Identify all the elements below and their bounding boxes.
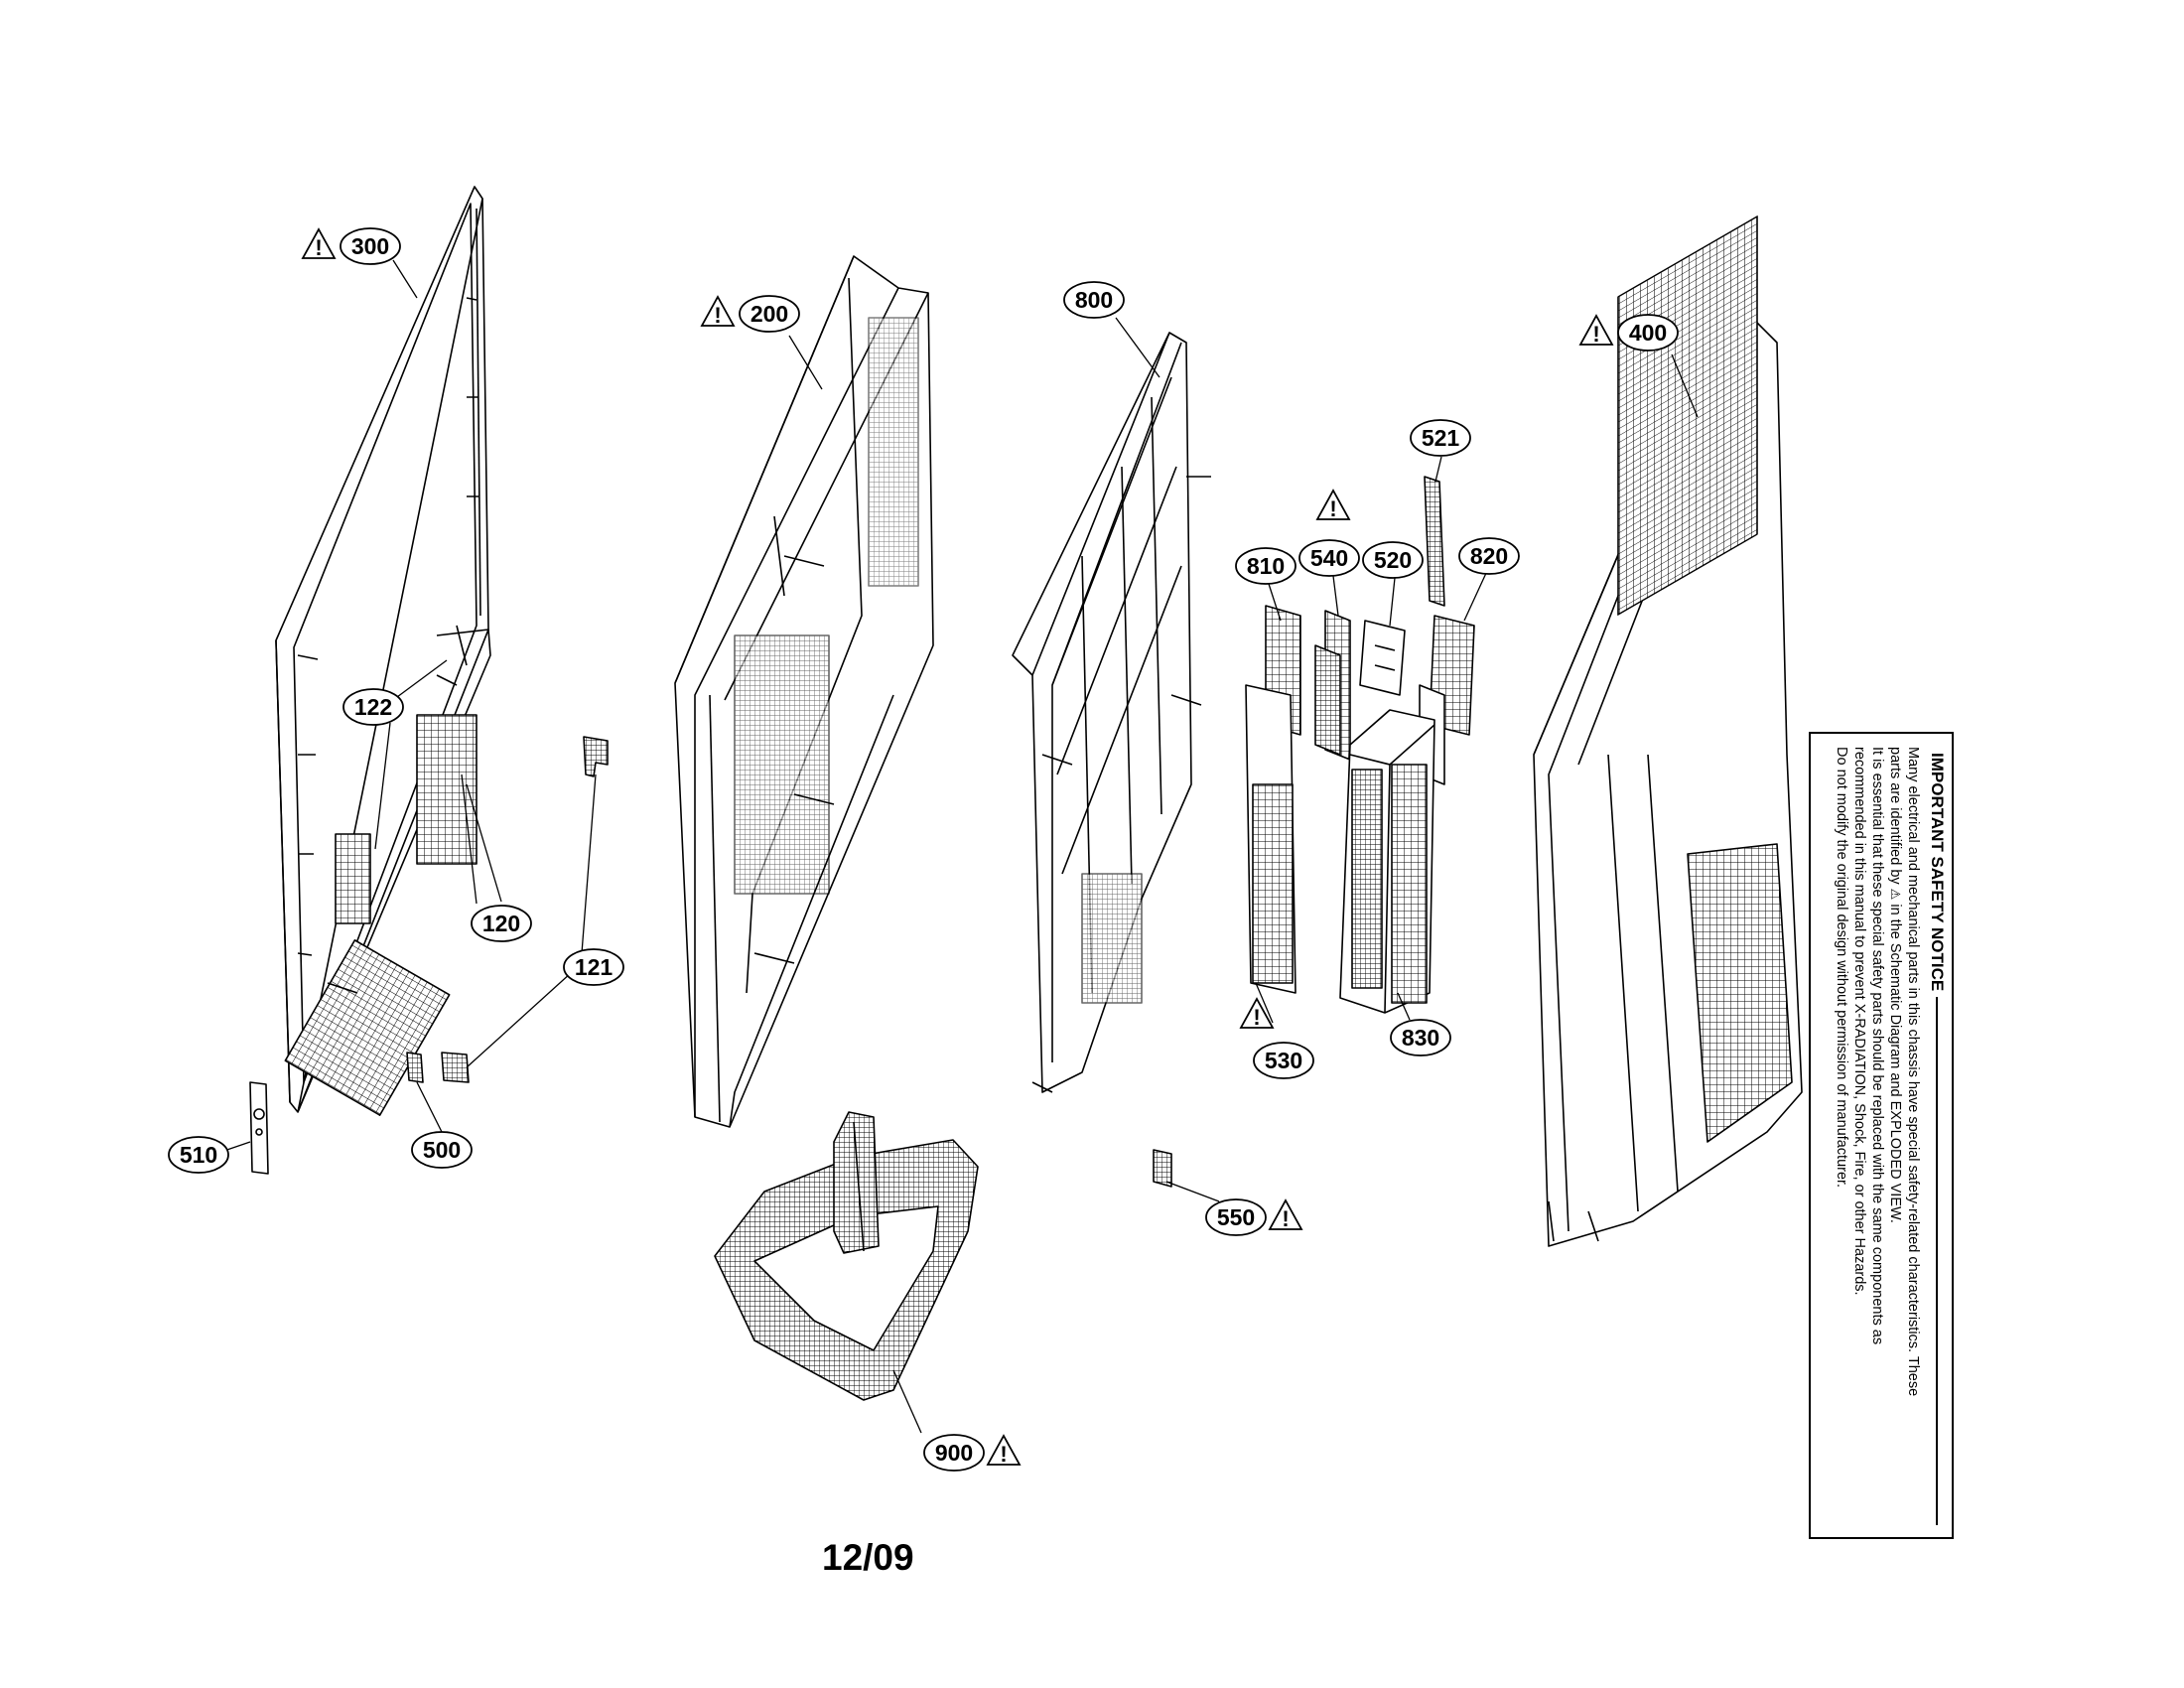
label-ellipse	[1390, 1019, 1451, 1056]
svg-text:!: !	[714, 303, 721, 328]
safety-notice-box: IMPORTANT SAFETY NOTICE Many electrical …	[1809, 732, 1954, 1539]
part-number: 550	[1217, 1204, 1255, 1230]
part-label-520: 520	[1362, 541, 1424, 579]
warning-triangle-icon: !	[1239, 997, 1275, 1030]
part-label-810: 810	[1235, 547, 1297, 585]
part-200-lcd-panel	[674, 255, 934, 1128]
part-number: 530	[1265, 1048, 1302, 1073]
part-number: 122	[354, 694, 392, 720]
part-800-chassis-frame	[1012, 332, 1211, 1093]
warning-triangle-icon: !	[986, 1434, 1022, 1467]
part-550-switch	[1153, 1149, 1172, 1188]
label-ellipse	[923, 1434, 985, 1472]
svg-text:!: !	[1329, 496, 1336, 521]
part-540-board	[1314, 610, 1351, 761]
part-number: 830	[1402, 1025, 1439, 1051]
part-label-300: 300!	[301, 227, 401, 265]
part-label-122: 122	[342, 688, 404, 726]
label-ellipse	[340, 227, 401, 265]
label-ellipse	[471, 905, 532, 942]
label-ellipse	[168, 1136, 229, 1174]
svg-text:!: !	[1592, 322, 1599, 347]
part-830-power-supply	[1339, 709, 1435, 1014]
warning-triangle-icon: !	[301, 227, 337, 260]
part-300-front-bezel	[275, 186, 491, 1116]
part-400-rear-cover	[1533, 215, 1803, 1247]
leader-lines	[211, 259, 1699, 1434]
part-number: 510	[180, 1142, 217, 1168]
warning-triangle-icon: ⚠	[1888, 888, 1903, 900]
part-number: 540	[1310, 545, 1348, 571]
warning-triangle-icon: !	[1315, 489, 1351, 521]
part-number: 200	[751, 301, 788, 327]
page-number: 12/09	[822, 1537, 914, 1578]
part-521-bracket	[1424, 476, 1445, 607]
label-ellipse	[411, 1131, 473, 1169]
label-ellipse	[1253, 1042, 1314, 1079]
safety-notice-title: IMPORTANT SAFETY NOTICE	[1927, 747, 1947, 1525]
label-ellipse	[1235, 547, 1297, 585]
part-label-521: 521	[1410, 419, 1471, 457]
part-number: 810	[1247, 553, 1285, 579]
label-ellipse	[739, 295, 800, 333]
part-label-830: 830	[1390, 1019, 1451, 1056]
part-label-120: 120	[471, 905, 532, 942]
safety-notice-line: It is essential that these special safet…	[1869, 746, 1885, 1344]
svg-text:!: !	[1282, 1206, 1289, 1231]
part-810-board	[1245, 605, 1301, 994]
part-number: 820	[1470, 543, 1508, 569]
warning-triangle-icon: !	[1268, 1198, 1303, 1231]
part-label-800: 800	[1063, 281, 1125, 319]
safety-notice-line: recommended in this manual to prevent X-…	[1851, 746, 1867, 1296]
svg-text:!: !	[1253, 1005, 1260, 1030]
part-number: 121	[575, 954, 614, 980]
part-label-400: 400!	[1578, 314, 1679, 352]
safety-notice-body: Many electrical and mechanical parts in …	[1833, 747, 1922, 1525]
part-number: 300	[351, 233, 389, 259]
part-number: 520	[1374, 547, 1412, 573]
part-label-500: 500	[411, 1131, 473, 1169]
warning-triangle-icon: !	[1578, 314, 1614, 347]
svg-text:!: !	[1000, 1442, 1007, 1467]
label-ellipse	[342, 688, 404, 726]
part-label-820: 820	[1458, 537, 1520, 575]
label-ellipse	[1617, 314, 1679, 352]
label-ellipse	[1458, 537, 1520, 575]
part-label-121: 121	[563, 948, 624, 986]
label-ellipse	[1362, 541, 1424, 579]
label-ellipse	[1205, 1198, 1267, 1236]
svg-text:!: !	[315, 235, 322, 260]
part-label-900: 900!	[923, 1434, 1022, 1472]
part-number: 800	[1075, 287, 1113, 313]
part-number: 900	[935, 1440, 973, 1466]
part-number: 400	[1629, 320, 1667, 346]
safety-notice-line: parts are identified by ⚠ in the Schemat…	[1887, 746, 1903, 1223]
warning-triangle-icon: !	[700, 295, 736, 328]
part-121-bracket	[583, 736, 609, 777]
part-number: 500	[423, 1137, 461, 1163]
part-500-board	[406, 1052, 470, 1083]
part-number: 120	[482, 911, 520, 936]
part-label-530: 530!	[1239, 997, 1314, 1079]
label-ellipse	[1063, 281, 1125, 319]
label-ellipse	[563, 948, 624, 986]
part-label-540: 540!	[1298, 489, 1360, 577]
safety-notice-line: Do not modify the original design withou…	[1834, 746, 1849, 1188]
part-label-200: 200!	[700, 295, 800, 333]
part-label-550: 550!	[1205, 1198, 1303, 1236]
part-520-board	[1359, 620, 1406, 696]
part-number: 521	[1422, 425, 1460, 451]
safety-notice-line: Many electrical and mechanical parts in …	[1905, 746, 1921, 1396]
label-ellipse	[1298, 539, 1360, 577]
part-label-510: 510	[168, 1136, 229, 1174]
label-ellipse	[1410, 419, 1471, 457]
part-900-stand	[714, 1111, 979, 1401]
part-510-control-board	[249, 1081, 269, 1175]
